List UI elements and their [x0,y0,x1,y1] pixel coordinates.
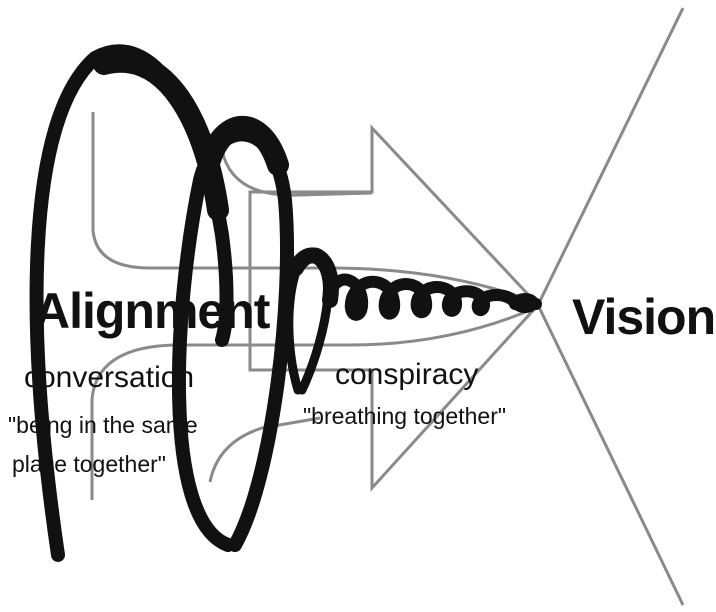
flow-line-top [93,112,535,302]
label-conversation-meaning-line2: place together" [12,451,166,477]
flow-line-upper-curve [222,150,372,195]
label-conversation: conversation [24,361,194,394]
focal-point [511,293,539,313]
spiral-loop-2-top [210,127,278,165]
spiral-loop-2 [179,134,287,545]
label-vision: Vision [572,289,715,345]
label-conversation-meaning-line1: "being in the same [8,412,198,438]
vision-line-upper [538,8,683,305]
label-alignment: Alignment [34,283,271,339]
label-conspiracy-meaning: "breathing together" [303,403,506,429]
label-conspiracy: conspiracy [335,358,478,391]
spiral-coils [330,280,536,315]
vision-line-lower [538,305,683,605]
